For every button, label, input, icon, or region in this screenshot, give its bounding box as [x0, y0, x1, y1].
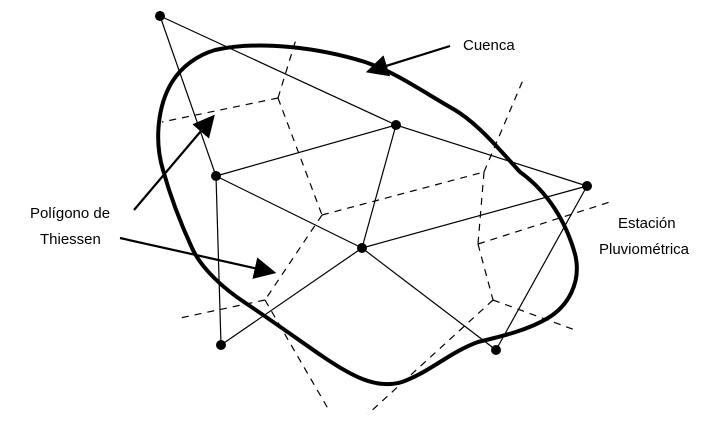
basin-label: Cuenca	[463, 37, 515, 54]
polygon-label-line2: Thiessen	[40, 231, 101, 248]
polygon-arrow-lower	[119, 236, 277, 279]
stations	[155, 11, 592, 355]
basin-arrow	[365, 44, 451, 77]
thiessen-polygon-lines	[161, 35, 611, 415]
station-point	[211, 171, 221, 181]
station-point	[216, 340, 226, 350]
label-arrows	[119, 44, 451, 279]
station-label-line1: Estación	[618, 215, 676, 232]
station-point	[391, 120, 401, 130]
polygon-arrow-upper	[133, 114, 215, 211]
station-point	[155, 11, 165, 21]
station-point	[491, 345, 501, 355]
polygon-label-line1: Polígono de	[30, 205, 110, 222]
station-point	[357, 243, 367, 253]
station-point	[582, 181, 592, 191]
basin-boundary	[156, 43, 579, 387]
station-label-line2: Pluviométrica	[599, 241, 690, 258]
